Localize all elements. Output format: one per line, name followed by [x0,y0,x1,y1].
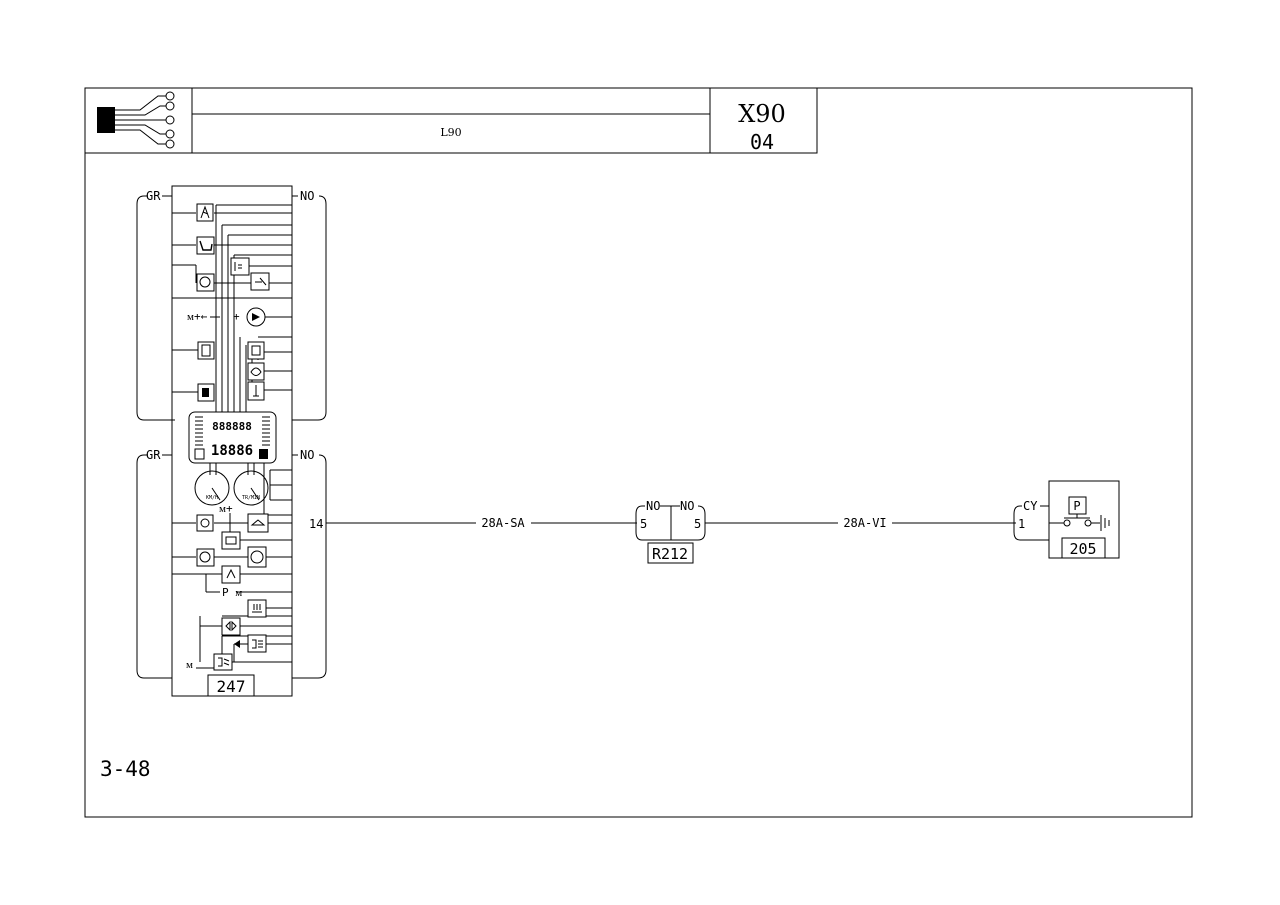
vehicle-code: L90 [440,126,461,139]
display-unit: 888888 18886 [188,411,277,464]
connector-r212: NO NO 5 5 R212 [635,499,706,564]
service-warning-icon [247,546,267,568]
model-code: X90 [738,100,786,128]
upper-ground-symbol: ᴍ+← [187,310,208,323]
airbag-icon [221,565,241,584]
instrument-panel-id: 247 [217,677,246,696]
speedometer-gauge: KM/H [194,470,230,506]
title-block: L90 X90 04 [84,87,818,154]
switch-id-box [1061,537,1106,559]
display-left-icon [194,448,205,460]
fog-light-icon [230,257,250,276]
tachometer-gauge: TR/MIN [233,470,269,506]
switch-contact-icon [1049,514,1110,531]
r212-left-color: NO [646,499,660,513]
connector-bottom-left-label: GR [146,448,161,462]
parking-brake-switch-205: CY 1 P 205 [1013,480,1120,559]
oil-pressure-icon [247,513,269,533]
abs-warning-icon [196,514,214,532]
lower-ground-symbol-2: ᴍ [186,658,193,671]
connector-top-left-bracket [136,195,175,421]
wire-28a-vi-label: 28A-VI [843,516,886,530]
upper-right-ground-symbol: + [233,310,240,323]
connector-bottom-left-bracket [136,454,172,679]
r212-right-pin: 5 [694,517,701,531]
r212-left-pin: 5 [640,517,647,531]
page-number: 3-48 [100,757,151,781]
display-right-icon [259,449,268,459]
connector-bottom-right-label: NO [300,448,314,462]
switch-id: 205 [1069,540,1096,558]
low-beam-icon [213,653,233,671]
r212-id-box [647,542,694,564]
harness-logo-icon [97,91,175,149]
instrument-panel-id-box [207,674,255,697]
output-pin-number: 14 [309,517,323,531]
wire-28a-sa-label: 28A-SA [481,516,525,530]
connector-top-right-label: NO [300,189,314,203]
trip-display: 18886 [211,443,253,459]
park-symbol: P [1073,499,1080,513]
switch-pin: 1 [1018,517,1025,531]
lower-ground-symbol-1: ᴍ+ [219,502,233,515]
high-beam-icon [247,634,267,653]
connector-top-right-bracket [292,195,327,421]
svg-text:TR/MIN: TR/MIN [242,495,260,501]
engine-fault-icon [247,362,265,381]
sheet-number: 04 [750,130,774,154]
connector-top-left-label: GR [146,189,161,203]
diesel-preheat-icon [247,341,265,360]
parking-ground-symbol: P ᴍ [222,586,242,599]
switch-connector-color: CY [1023,499,1038,513]
battery-charge-icon [221,531,241,550]
instrument-panel-247: GR NO GR NO [136,185,327,697]
svg-text:KM/H: KM/H [206,495,218,501]
r212-id: R212 [652,545,688,563]
r212-right-color: NO [680,499,694,513]
connector-bottom-right-bracket [292,454,327,679]
turn-signal-icon [221,617,241,636]
internal-wiring-upper [172,204,292,412]
odometer-display: 888888 [212,420,252,433]
